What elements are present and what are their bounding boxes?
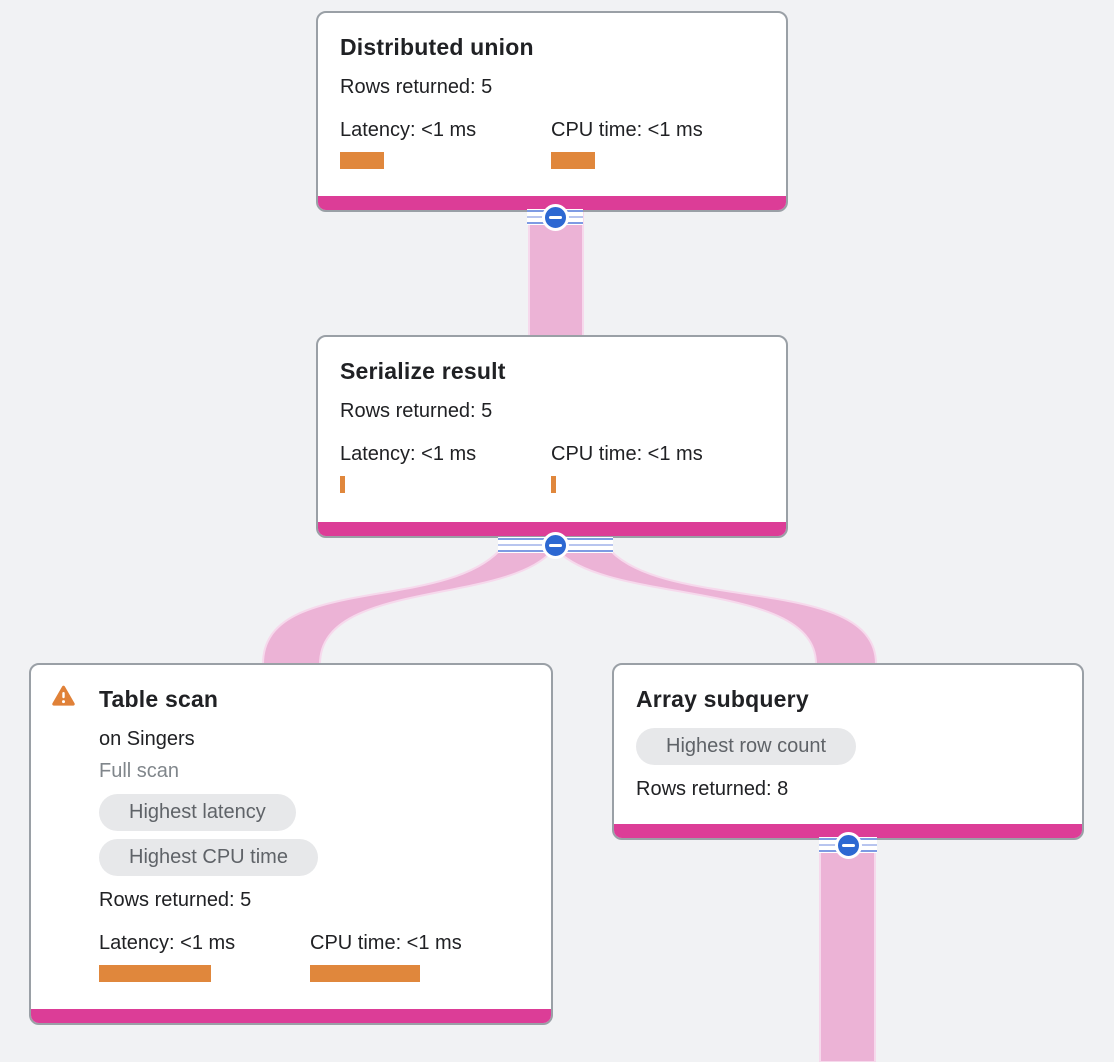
node-title: Table scan — [99, 686, 219, 712]
cpu-label: CPU time: <1 ms — [310, 932, 462, 954]
node-title: Array subquery — [636, 686, 809, 712]
edge-serialize-to-tablescan — [261, 550, 555, 665]
latency-metric: Latency: <1 ms — [99, 932, 310, 982]
node-title: Serialize result — [340, 358, 506, 384]
node-accent-bar — [614, 824, 1082, 838]
latency-metric: Latency: <1 ms — [340, 443, 551, 493]
node-subtitle: on Singers — [99, 728, 195, 750]
collapse-control-serialize-result — [498, 531, 613, 559]
collapse-control-distributed-union — [527, 203, 583, 231]
collapse-minus-icon[interactable] — [541, 203, 569, 231]
edge-serialize-to-arraysubquery — [555, 550, 878, 665]
latency-label: Latency: <1 ms — [99, 932, 236, 954]
latency-bar — [340, 152, 384, 169]
rows-returned: Rows returned: 5 — [99, 889, 252, 911]
highest-row-count-badge: Highest row count — [636, 728, 857, 765]
latency-bar — [99, 965, 211, 982]
rows-returned: Rows returned: 5 — [340, 76, 493, 98]
cpu-metric: CPU time: <1 ms — [310, 932, 521, 982]
node-title: Distributed union — [340, 34, 534, 60]
cpu-metric: CPU time: <1 ms — [551, 119, 762, 169]
rows-returned: Rows returned: 5 — [340, 400, 493, 422]
highest-cpu-badge: Highest CPU time — [99, 839, 318, 876]
latency-label: Latency: <1 ms — [340, 119, 477, 141]
latency-label: Latency: <1 ms — [340, 443, 477, 465]
cpu-bar — [310, 965, 420, 982]
cpu-bar — [551, 476, 556, 493]
cpu-label: CPU time: <1 ms — [551, 443, 703, 465]
cpu-label: CPU time: <1 ms — [551, 119, 703, 141]
cpu-bar — [551, 152, 595, 169]
node-distributed-union[interactable]: Distributed union Rows returned: 5 Laten… — [316, 11, 788, 212]
edge-arraysubquery-down — [819, 829, 876, 1062]
node-accent-bar — [31, 1009, 551, 1023]
latency-metric: Latency: <1 ms — [340, 119, 551, 169]
collapse-minus-icon[interactable] — [834, 831, 862, 859]
collapse-minus-icon[interactable] — [542, 531, 569, 559]
scan-type: Full scan — [99, 760, 180, 782]
node-serialize-result[interactable]: Serialize result Rows returned: 5 Latenc… — [316, 335, 788, 538]
node-accent-bar — [318, 196, 786, 210]
node-table-scan[interactable]: Table scan on Singers Full scan Highest … — [29, 663, 553, 1025]
cpu-metric: CPU time: <1 ms — [551, 443, 762, 493]
highest-latency-badge: Highest latency — [99, 794, 296, 831]
node-array-subquery[interactable]: Array subquery Highest row count Rows re… — [612, 663, 1084, 840]
collapse-control-array-subquery — [819, 831, 877, 859]
node-accent-bar — [318, 522, 786, 536]
warning-icon — [52, 685, 75, 706]
latency-bar — [340, 476, 345, 493]
rows-returned: Rows returned: 8 — [636, 778, 789, 800]
